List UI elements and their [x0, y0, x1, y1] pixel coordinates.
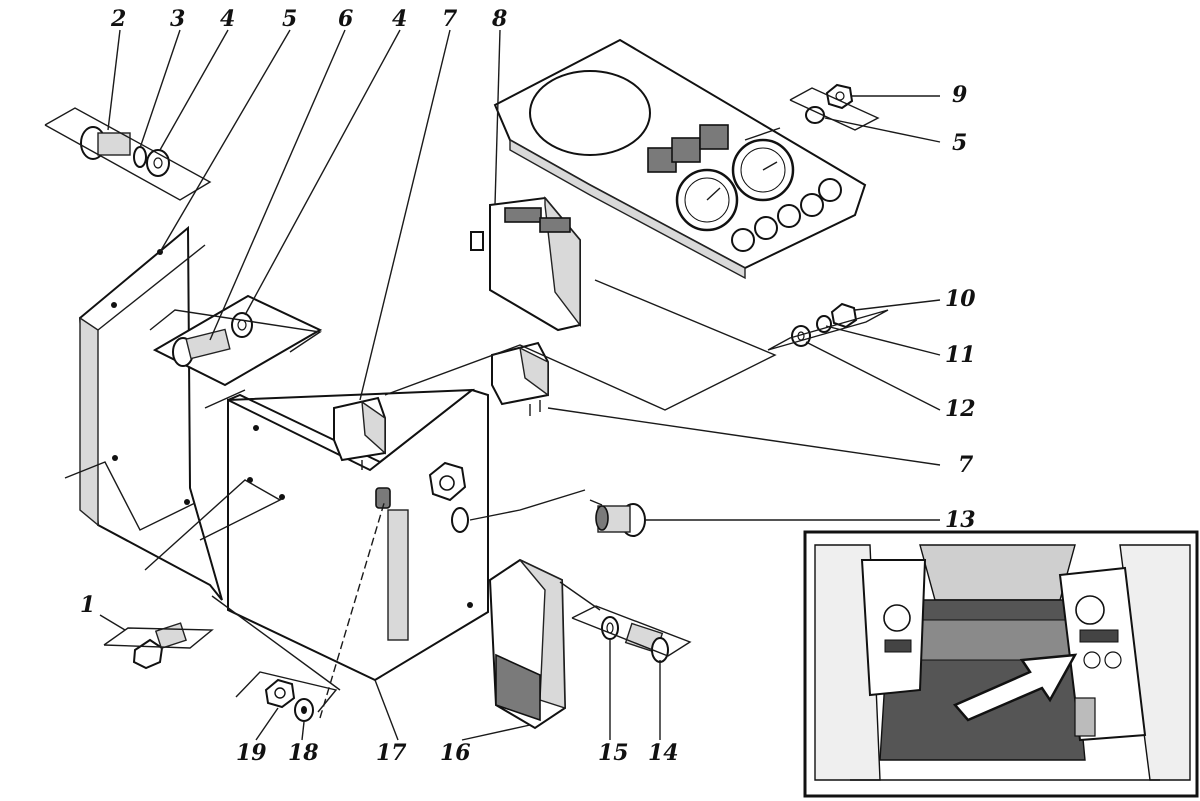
relay-7-right [491, 341, 549, 416]
label-16: 16 [440, 740, 471, 766]
label-19: 19 [236, 740, 267, 766]
washer-15 [601, 616, 619, 640]
label-1: 1 [80, 592, 95, 618]
washer-3 [133, 146, 147, 168]
nut-10 [830, 302, 858, 329]
screw-6 [172, 328, 231, 367]
shelf-plate [152, 294, 323, 409]
label-4-top: 4 [220, 6, 235, 32]
label-5-left: 5 [282, 6, 297, 32]
relay-7-left [333, 396, 386, 470]
label-5-right: 5 [952, 130, 967, 156]
part-labels: 2 3 4 5 6 4 7 8 9 5 10 11 12 7 13 1 19 1… [80, 6, 976, 766]
label-17: 17 [376, 740, 407, 766]
leader-lines [64, 29, 941, 741]
washer-18 [294, 698, 314, 722]
screw-2 [80, 126, 131, 160]
inset-cabin-view [803, 530, 1199, 798]
label-15: 15 [598, 740, 629, 766]
panel-nut-ring [428, 461, 469, 533]
label-9: 9 [952, 82, 967, 108]
nut-19 [264, 678, 296, 709]
label-12: 12 [945, 396, 976, 422]
socket-13 [589, 499, 646, 537]
label-13: 13 [945, 507, 976, 533]
control-pendant-16 [488, 558, 567, 730]
instrument-dashboard [493, 38, 867, 280]
label-14: 14 [648, 740, 679, 766]
label-4-mid: 4 [392, 6, 407, 32]
label-10: 10 [945, 286, 976, 312]
label-7-top: 7 [442, 6, 458, 32]
label-7-right: 7 [958, 452, 974, 478]
control-block-8 [470, 196, 581, 332]
label-18: 18 [288, 740, 319, 766]
washer-4-mid [231, 312, 253, 338]
screw-14 [624, 622, 669, 663]
label-2: 2 [110, 6, 126, 32]
left-side-panel [78, 225, 223, 601]
label-6: 6 [338, 6, 353, 32]
label-8: 8 [491, 6, 507, 32]
label-11: 11 [945, 342, 976, 368]
label-3: 3 [170, 6, 185, 32]
nut-9 [825, 83, 854, 110]
